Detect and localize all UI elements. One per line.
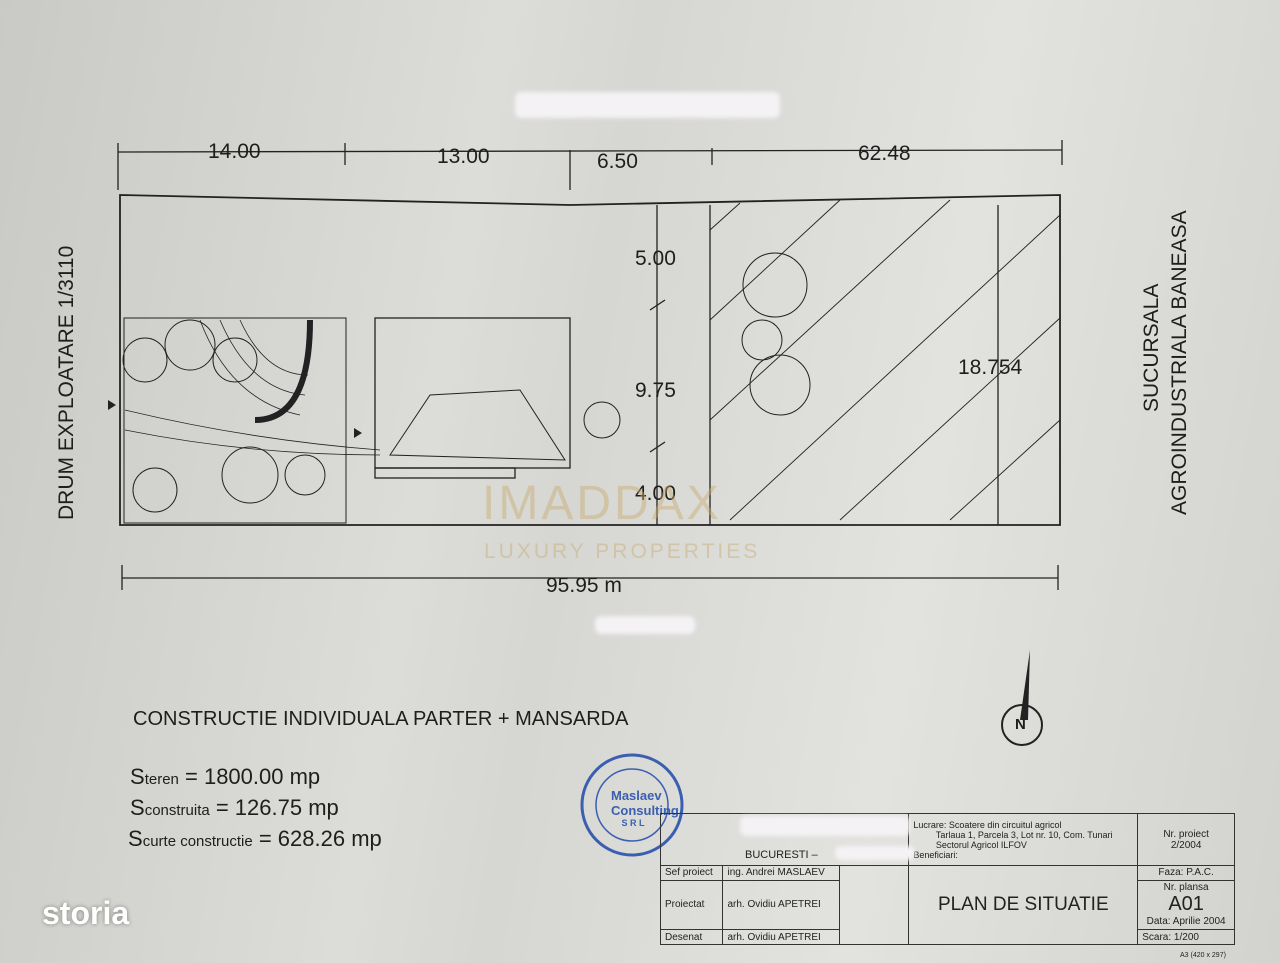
dim-vert-3: 4.00 (635, 482, 676, 505)
north-circle (1001, 704, 1043, 746)
storia-logo: storia (42, 895, 130, 931)
dim-vert-1: 5.00 (635, 247, 676, 270)
drawing-title: PLAN DE SITUATIE (908, 865, 1139, 945)
signature-cell (839, 865, 910, 945)
dim-top-1: 14.00 (208, 140, 261, 163)
area-teren: Steren = 1800.00 mp (130, 764, 321, 789)
role-sef: Sef proiect (659, 865, 724, 881)
dim-total-length: 95.95 m (546, 574, 622, 597)
dim-top-2: 13.00 (437, 145, 490, 168)
right-label-2: AGROINDUSTRIALA BANEASA (1168, 210, 1191, 515)
dim-top-3: 6.50 (597, 150, 638, 173)
dim-top-4: 62.48 (858, 142, 911, 165)
scara-cell: Scara: 1/200 (1137, 929, 1235, 945)
plot-outline (119, 194, 1061, 526)
name-proiectat: arh. Ovidiu APETREI (722, 879, 841, 931)
watermark-tagline: LUXURY PROPERTIES (484, 540, 761, 563)
dim-width-right: 18.754 (958, 356, 1023, 379)
name-sef: ing. Andrei MASLAEV (722, 865, 841, 881)
format-label: A3 (420 x 297) (1180, 952, 1226, 959)
lucrare-cell: Lucrare: Scoatere din circuitul agricol … (908, 813, 1139, 866)
company-stamp (580, 753, 684, 857)
watermark-brand: IMADDAX (482, 477, 722, 530)
role-desenat: Desenat (659, 929, 724, 945)
right-label-1: SUCURSALA (1140, 283, 1163, 412)
top-dimension-line (117, 149, 1063, 153)
left-road-label: DRUM EXPLOATARE 1/3110 (55, 245, 78, 520)
north-label: N (1015, 716, 1026, 733)
dim-vert-2: 9.75 (635, 379, 676, 402)
area-curte: Scurte constructie = 628.26 mp (128, 826, 382, 851)
faza-cell: Faza: P.A.C. (1137, 865, 1235, 881)
area-construita: Sconstruita = 126.75 mp (130, 795, 339, 820)
north-arrow (1020, 650, 1030, 720)
city-label: BUCURESTI – (745, 849, 818, 861)
project-title: CONSTRUCTIE INDIVIDUALA PARTER + MANSARD… (133, 708, 629, 730)
title-block: BUCURESTI – Lucrare: Scoatere din circui… (659, 813, 1235, 945)
role-proiectat: Proiectat (659, 879, 724, 931)
name-desenat: arh. Ovidiu APETREI (722, 929, 841, 945)
